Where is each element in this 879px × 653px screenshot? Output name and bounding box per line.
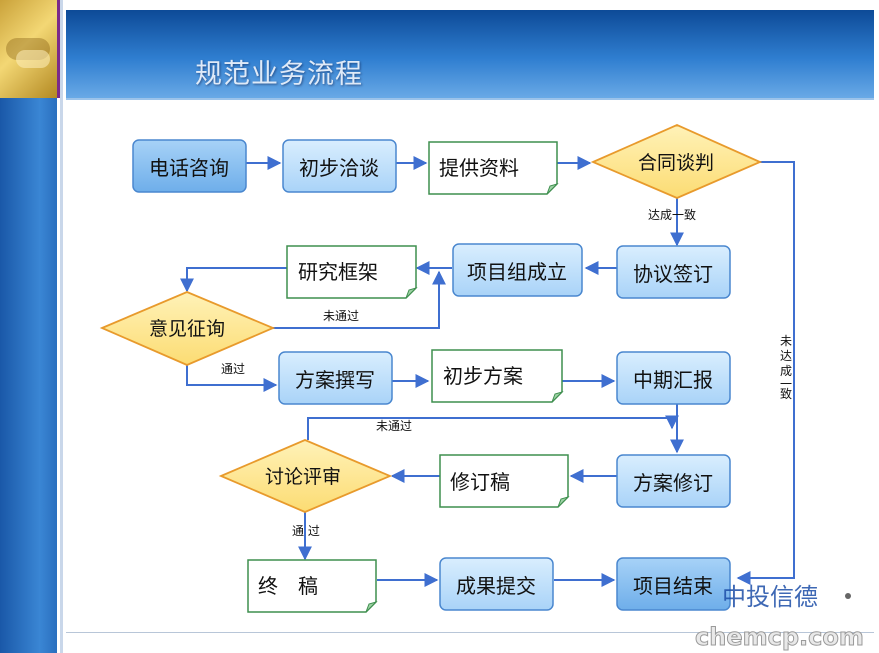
node-interim-report: 中期汇报 bbox=[616, 351, 731, 405]
page-title: 规范业务流程 bbox=[195, 59, 363, 90]
left-sidebar-bar bbox=[0, 0, 57, 653]
edge-label-not-agreed-2: 达 bbox=[780, 349, 792, 363]
header-banner bbox=[66, 10, 874, 100]
edge-label-agreed: 达成一致 bbox=[648, 208, 696, 222]
watermark-dot bbox=[845, 593, 851, 599]
node-discussion-review: 讨论评审 bbox=[218, 439, 393, 513]
edge-label-passed-2: 通 过 bbox=[292, 524, 320, 538]
node-provide-info-label: 提供资料 bbox=[439, 156, 519, 180]
node-research-framework-label: 研究框架 bbox=[298, 260, 378, 284]
node-phone: 电话咨询 bbox=[132, 139, 247, 193]
divider-line bbox=[60, 0, 63, 653]
corner-logo-image bbox=[0, 0, 62, 98]
arrow-contract-not-agreed-to-end bbox=[736, 161, 795, 585]
node-project-end: 项目结束 bbox=[616, 557, 731, 611]
arrow-opinion-not-passed bbox=[273, 270, 446, 329]
node-team-setup: 项目组成立 bbox=[452, 243, 583, 297]
node-final-draft-label: 终 稿 bbox=[258, 574, 318, 598]
node-initial-talk: 初步洽谈 bbox=[282, 139, 397, 193]
node-contract-negotiation: 合同谈判 bbox=[590, 124, 763, 199]
node-opinion-review-label: 意见征询 bbox=[149, 318, 225, 340]
node-discussion-review-label: 讨论评审 bbox=[265, 466, 341, 488]
handshake-highlight bbox=[16, 50, 50, 68]
edge-label-passed-1: 通过 bbox=[221, 362, 245, 376]
arrow-discussion-not-passed bbox=[307, 415, 679, 440]
edge-label-not-passed-2: 未通过 bbox=[376, 419, 412, 433]
node-plan-revision: 方案修订 bbox=[616, 454, 731, 508]
connectors bbox=[180, 156, 795, 587]
node-interim-report-label: 中期汇报 bbox=[633, 368, 713, 392]
node-plan-writing: 方案撰写 bbox=[278, 351, 393, 405]
node-opinion-review: 意见征询 bbox=[99, 291, 276, 366]
watermark-en: chemcp.com bbox=[695, 623, 864, 651]
node-plan-writing-label: 方案撰写 bbox=[295, 368, 375, 392]
node-revised-draft-label: 修订稿 bbox=[450, 470, 510, 494]
node-revised-draft: 修订稿 bbox=[439, 454, 570, 508]
arrow-opinion-passed-to-writing bbox=[186, 365, 278, 392]
node-final-draft: 终 稿 bbox=[247, 559, 378, 613]
node-phone-label: 电话咨询 bbox=[149, 156, 229, 180]
bottom-divider bbox=[66, 632, 874, 633]
node-contract-negotiation-label: 合同谈判 bbox=[638, 152, 714, 174]
node-initial-plan: 初步方案 bbox=[431, 349, 564, 403]
node-project-end-label: 项目结束 bbox=[633, 574, 713, 598]
node-plan-revision-label: 方案修订 bbox=[633, 471, 713, 495]
node-initial-talk-label: 初步洽谈 bbox=[299, 156, 379, 180]
node-research-framework: 研究框架 bbox=[286, 245, 418, 299]
node-deliverable-submit-label: 成果提交 bbox=[456, 574, 536, 598]
edge-label-not-agreed-1: 未 bbox=[780, 334, 792, 348]
edge-label-not-agreed-3: 成 bbox=[780, 364, 792, 378]
node-team-setup-label: 项目组成立 bbox=[467, 260, 567, 284]
node-initial-plan-label: 初步方案 bbox=[443, 364, 523, 388]
edge-label-not-agreed-4: 一 bbox=[780, 377, 792, 391]
edge-label-not-agreed-5: 致 bbox=[780, 387, 792, 401]
edge-labels: 达成一致 未通过 通过 未通过 通 过 未 达 成 一 致 bbox=[221, 208, 792, 538]
node-provide-info: 提供资料 bbox=[428, 141, 559, 195]
node-agreement-sign: 协议签订 bbox=[616, 245, 731, 299]
arrow-research-to-opinion bbox=[180, 267, 287, 293]
edge-label-not-passed-1: 未通过 bbox=[323, 309, 359, 323]
node-deliverable-submit: 成果提交 bbox=[439, 557, 554, 611]
node-agreement-sign-label: 协议签订 bbox=[633, 262, 713, 286]
watermark-cn: 中投信德 bbox=[722, 583, 818, 611]
